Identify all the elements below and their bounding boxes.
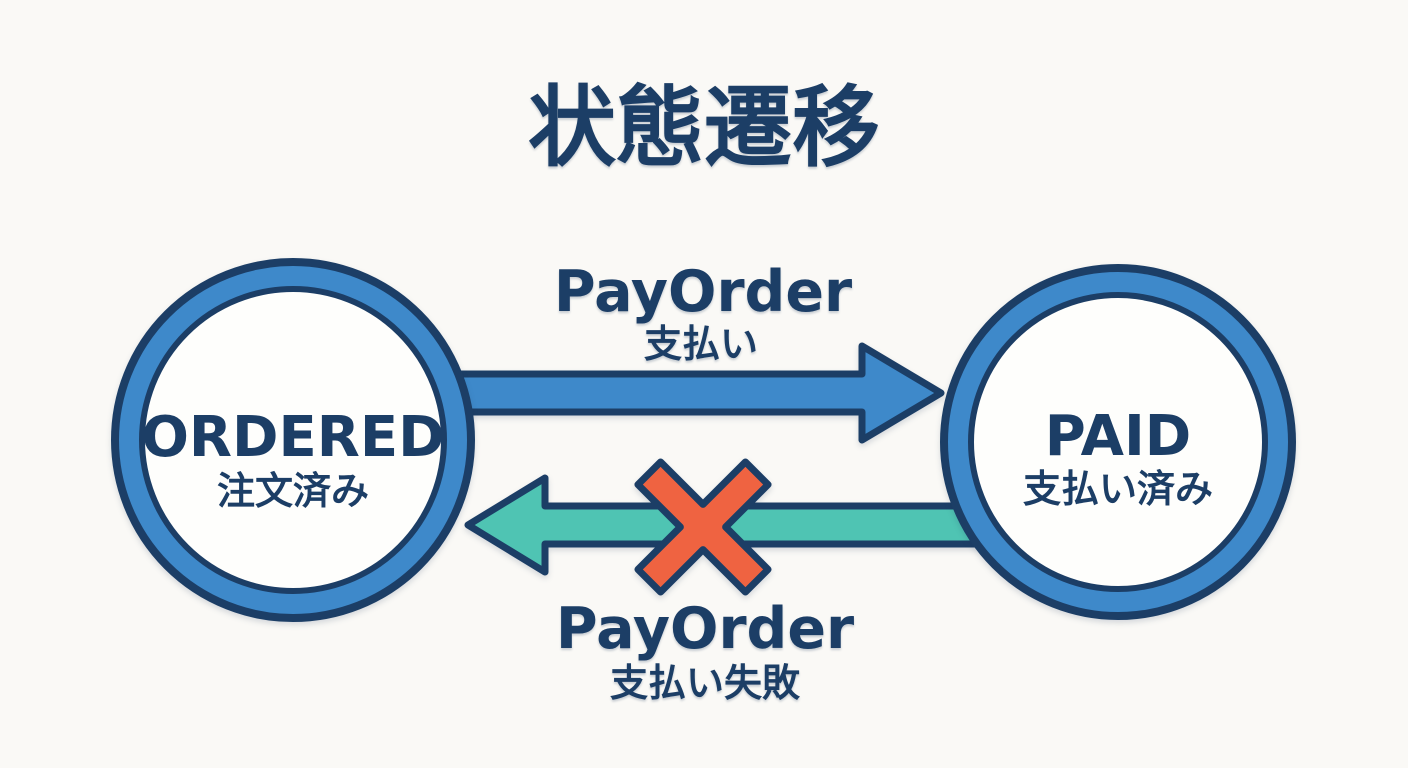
state-ordered-label: ORDERED (141, 405, 444, 470)
transition-failure-labels: PayOrder 支払い失敗 (556, 596, 854, 705)
state-ordered-outer-outline (111, 258, 475, 622)
state-paid-label-ja: 支払い済み (1023, 467, 1213, 511)
blocked-x-icon (634, 458, 772, 596)
state-node-ordered: ORDERED 注文済み (111, 258, 475, 622)
transition-failure-label-ja: 支払い失敗 (610, 661, 801, 705)
transition-success-label: PayOrder (554, 259, 852, 325)
transition-success-label-ja: 支払い (644, 322, 758, 366)
state-ordered-label-ja: 注文済み (217, 469, 369, 513)
state-paid-ring (947, 271, 1289, 613)
transition-success-labels: PayOrder 支払い (554, 259, 852, 366)
transition-success-arrow-group (456, 342, 945, 444)
state-paid-inner-outline (968, 292, 1268, 592)
state-paid-label: PAID (1045, 404, 1192, 469)
diagram-title: 状態遷移 (528, 76, 880, 179)
state-ordered-ring (118, 265, 468, 615)
transition-failure-label: PayOrder (556, 596, 854, 662)
transition-success-arrow (456, 342, 945, 444)
state-ordered-inner-outline (139, 286, 447, 594)
state-node-paid: PAID 支払い済み (940, 264, 1296, 620)
state-paid-outer-outline (940, 264, 1296, 620)
